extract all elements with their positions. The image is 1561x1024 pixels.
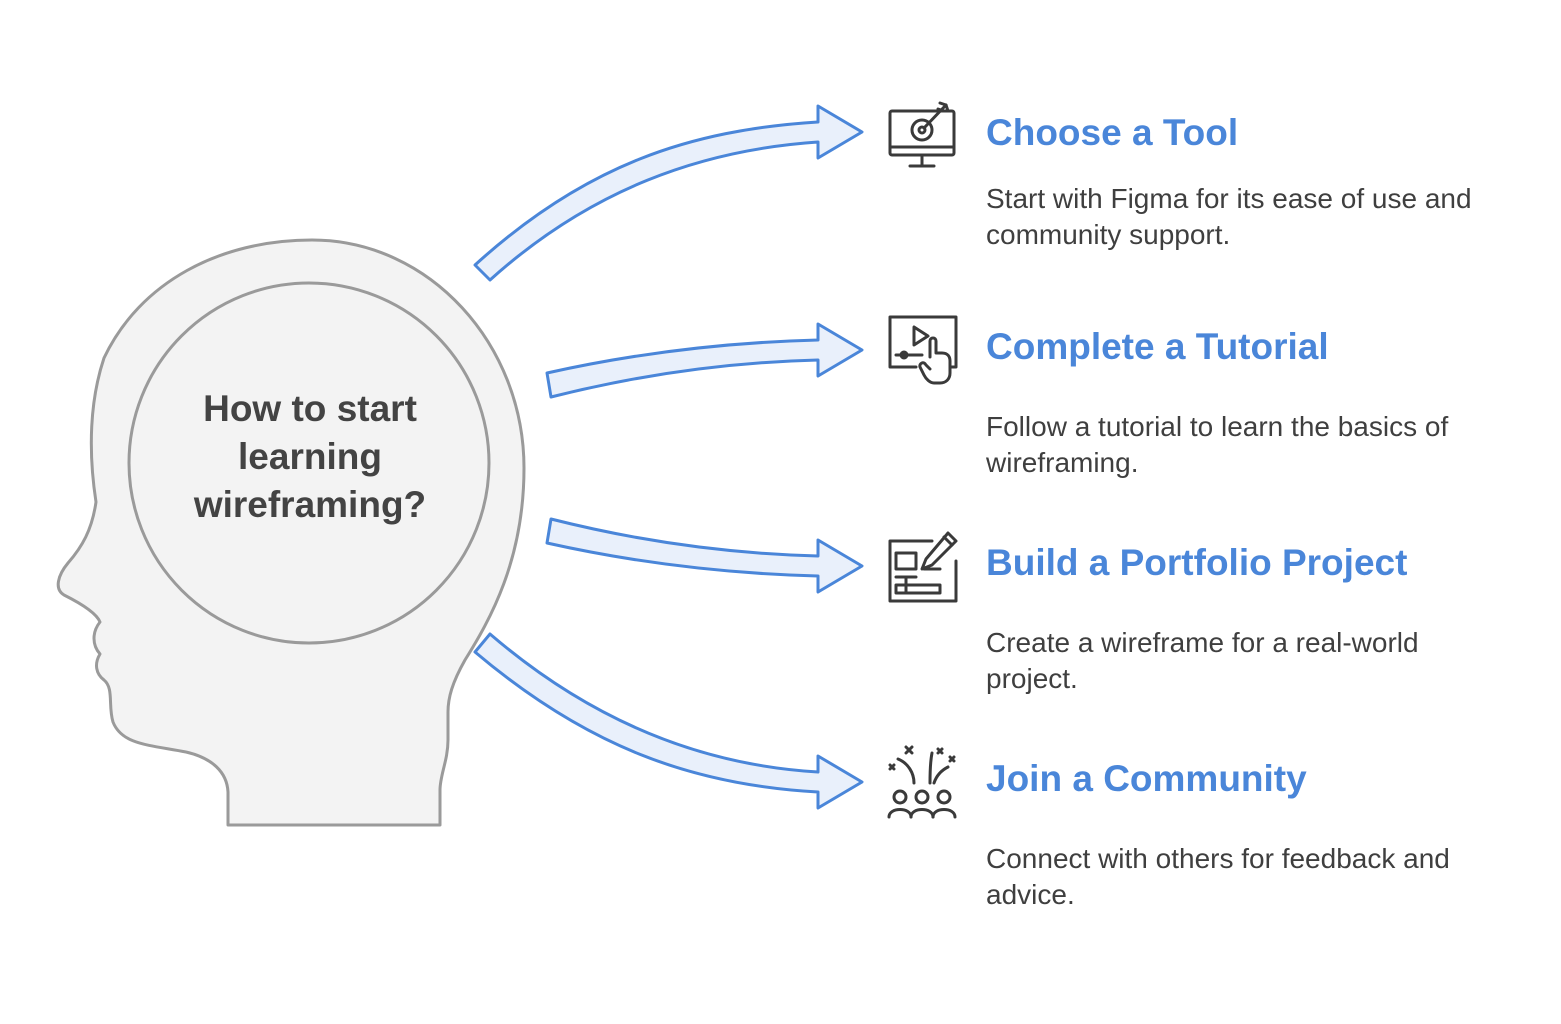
monitor-target-icon	[886, 99, 960, 173]
arrow-to-join-a-community	[473, 632, 864, 810]
step-title: Complete a Tutorial	[986, 326, 1329, 367]
step-title: Choose a Tool	[986, 112, 1239, 153]
step-title: Join a Community	[986, 758, 1307, 799]
arrow-to-build-a-portfolio-project	[545, 517, 864, 594]
brain-circle	[127, 281, 491, 645]
arrow-to-complete-a-tutorial	[545, 322, 864, 399]
blueprint-pencil-icon	[886, 529, 960, 603]
step-description: Follow a tutorial to learn the basics of…	[986, 411, 1449, 478]
step-description: Connect with others for feedback and adv…	[986, 843, 1450, 910]
center-question: How to start learning wireframing?	[193, 388, 427, 525]
arrow-to-choose-a-tool	[473, 104, 864, 282]
step-description: Start with Figma for its ease of use and…	[986, 183, 1472, 250]
video-tutorial-touch-icon	[886, 313, 960, 387]
step-title: Build a Portfolio Project	[986, 542, 1408, 583]
step-description: Create a wireframe for a real-world proj…	[986, 627, 1419, 694]
community-celebration-icon	[886, 745, 960, 819]
